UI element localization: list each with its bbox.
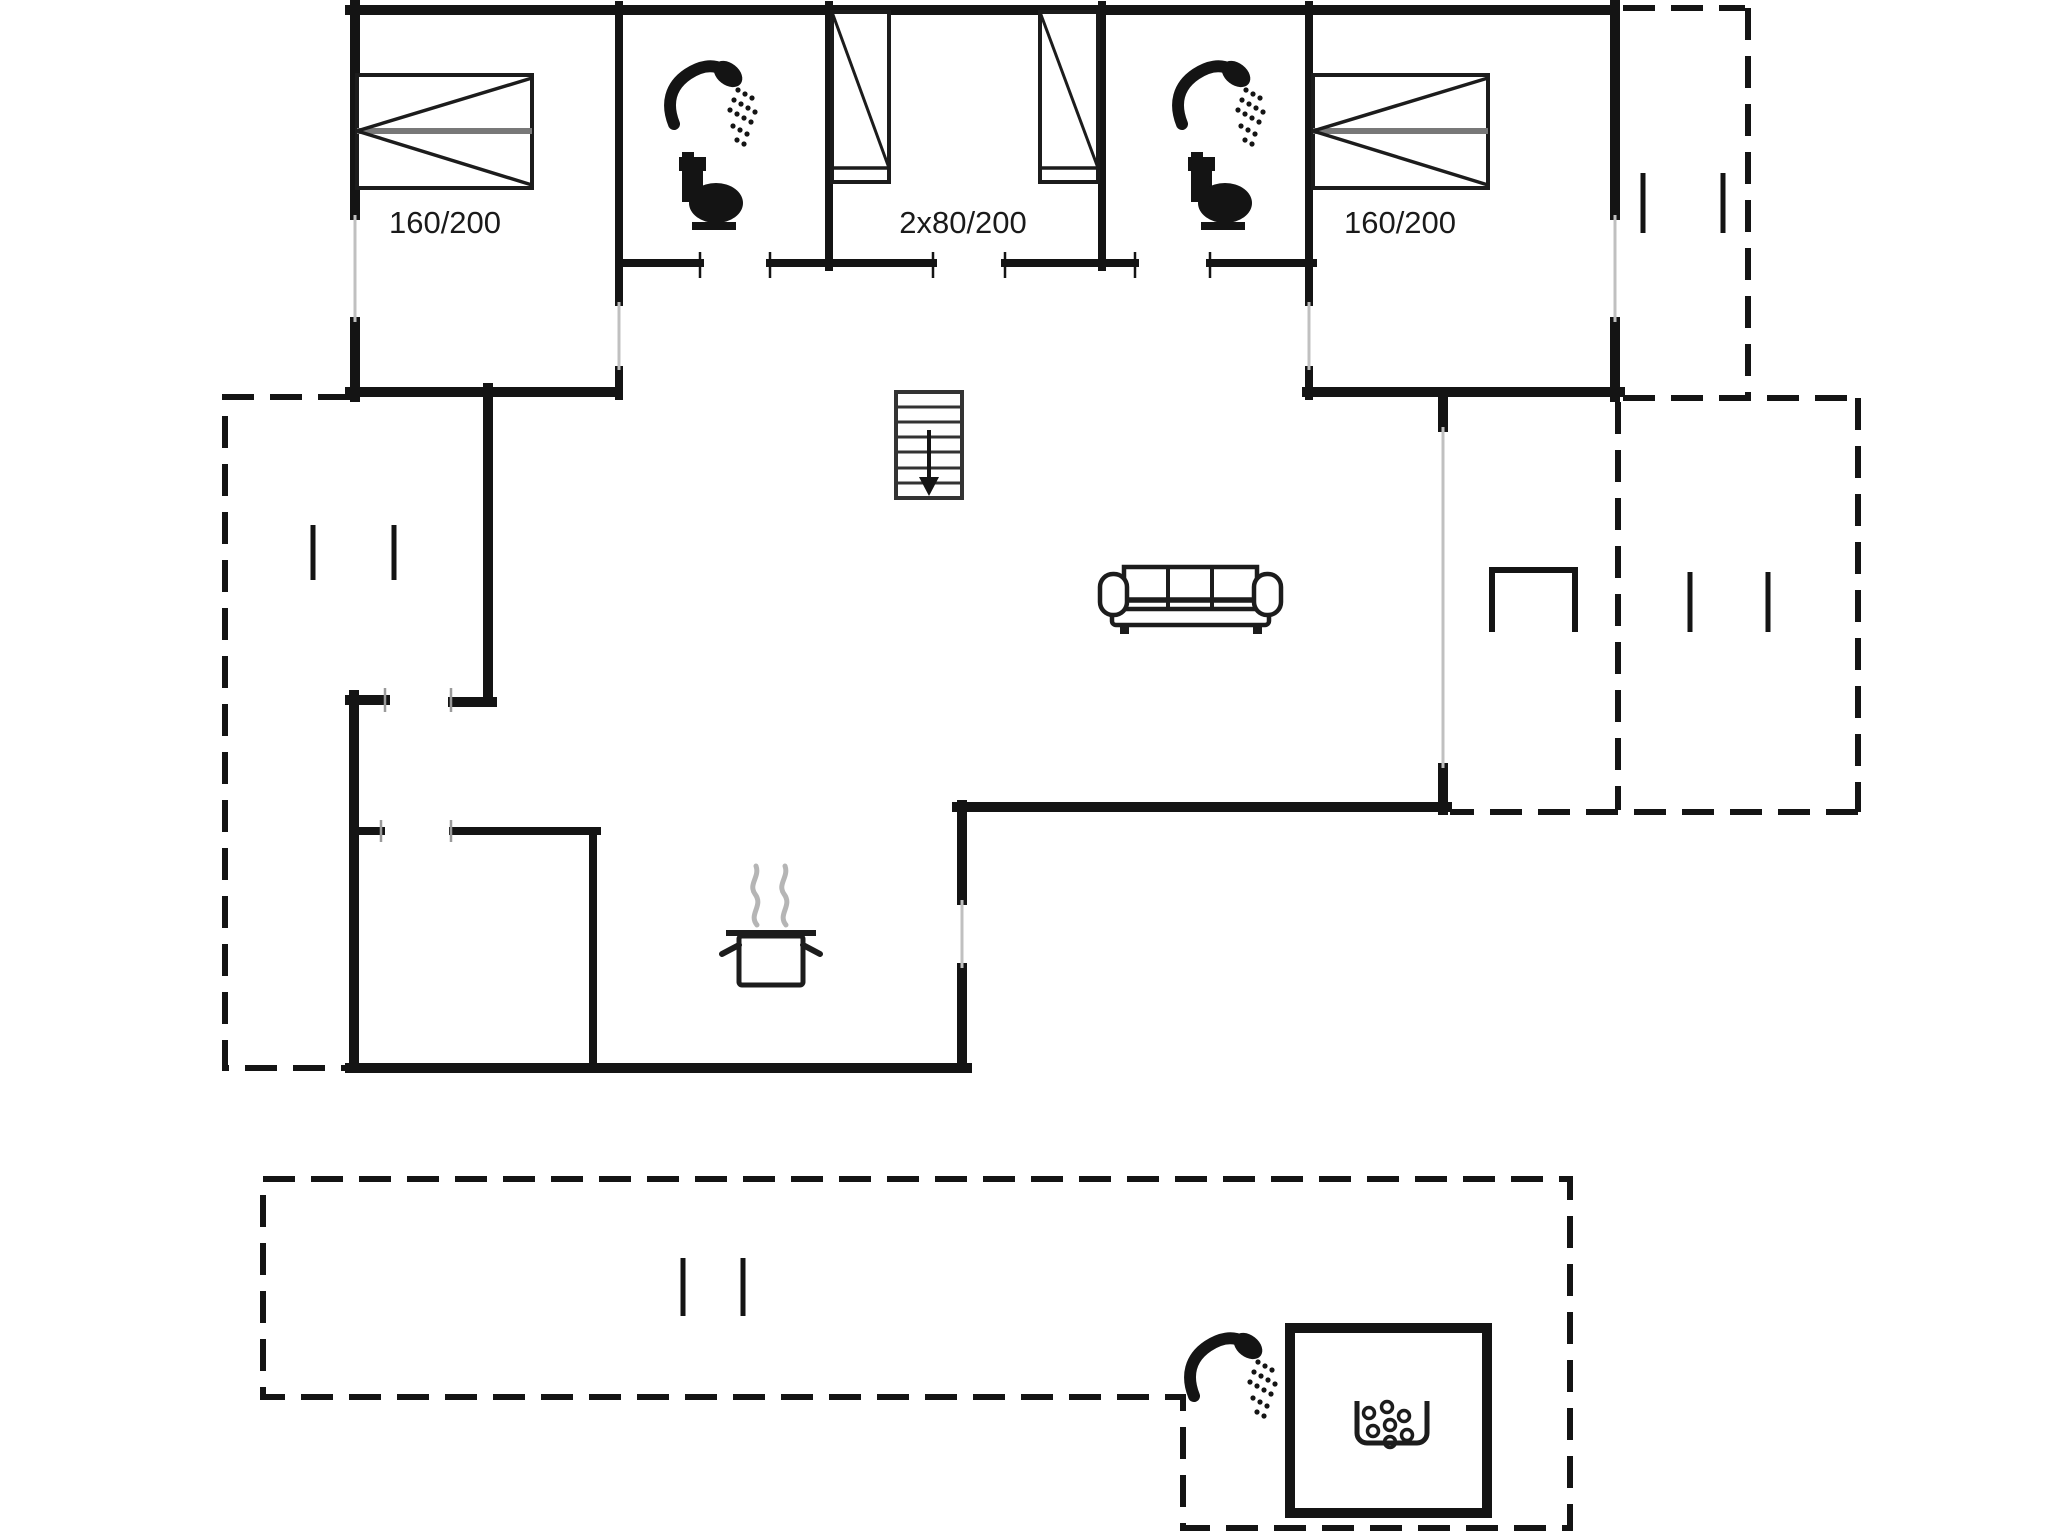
bed-size-label-left: 160/200: [389, 205, 501, 240]
shower-icon-bath2: [1178, 55, 1266, 146]
stair-down-arrow: [919, 477, 939, 496]
double-bed-left: [355, 73, 534, 190]
terrace-top-right-outline: [1623, 5, 1751, 396]
shower-icon-outdoor: [1190, 1327, 1278, 1418]
whirlpool-tub-icon: [1354, 1399, 1430, 1450]
steam-lines: [750, 863, 790, 928]
toilet-icon-bath2: [1188, 152, 1252, 230]
cooking-pot-icon: [719, 863, 823, 988]
window-and-door-openings: [353, 215, 1617, 968]
single-bed-left: [830, 10, 891, 184]
sofa-icon: [1097, 564, 1284, 634]
interior-walls: [354, 1, 1317, 1068]
double-bed-right: [1311, 73, 1490, 190]
door-jamb-ticks: [698, 252, 1212, 278]
shower-icon-bath1: [670, 55, 758, 146]
terrace-right-outline: [1450, 395, 1861, 815]
terrace-tick-marks: [310, 173, 1771, 1316]
garden-table-icon: [1489, 567, 1578, 632]
terrace-left-outline: [222, 394, 350, 1071]
bed-size-label-right: 160/200: [1344, 205, 1456, 240]
door-jamb-ticks-light: [379, 688, 453, 842]
staircase-down-icon: [894, 390, 964, 500]
whirlpool-room: [1285, 1323, 1492, 1518]
terrace-bottom-outline: [260, 1176, 1573, 1531]
bed-size-label-middle: 2x80/200: [899, 205, 1027, 240]
single-bed-right: [1038, 10, 1100, 184]
toilet-icon-bath1: [679, 152, 743, 230]
